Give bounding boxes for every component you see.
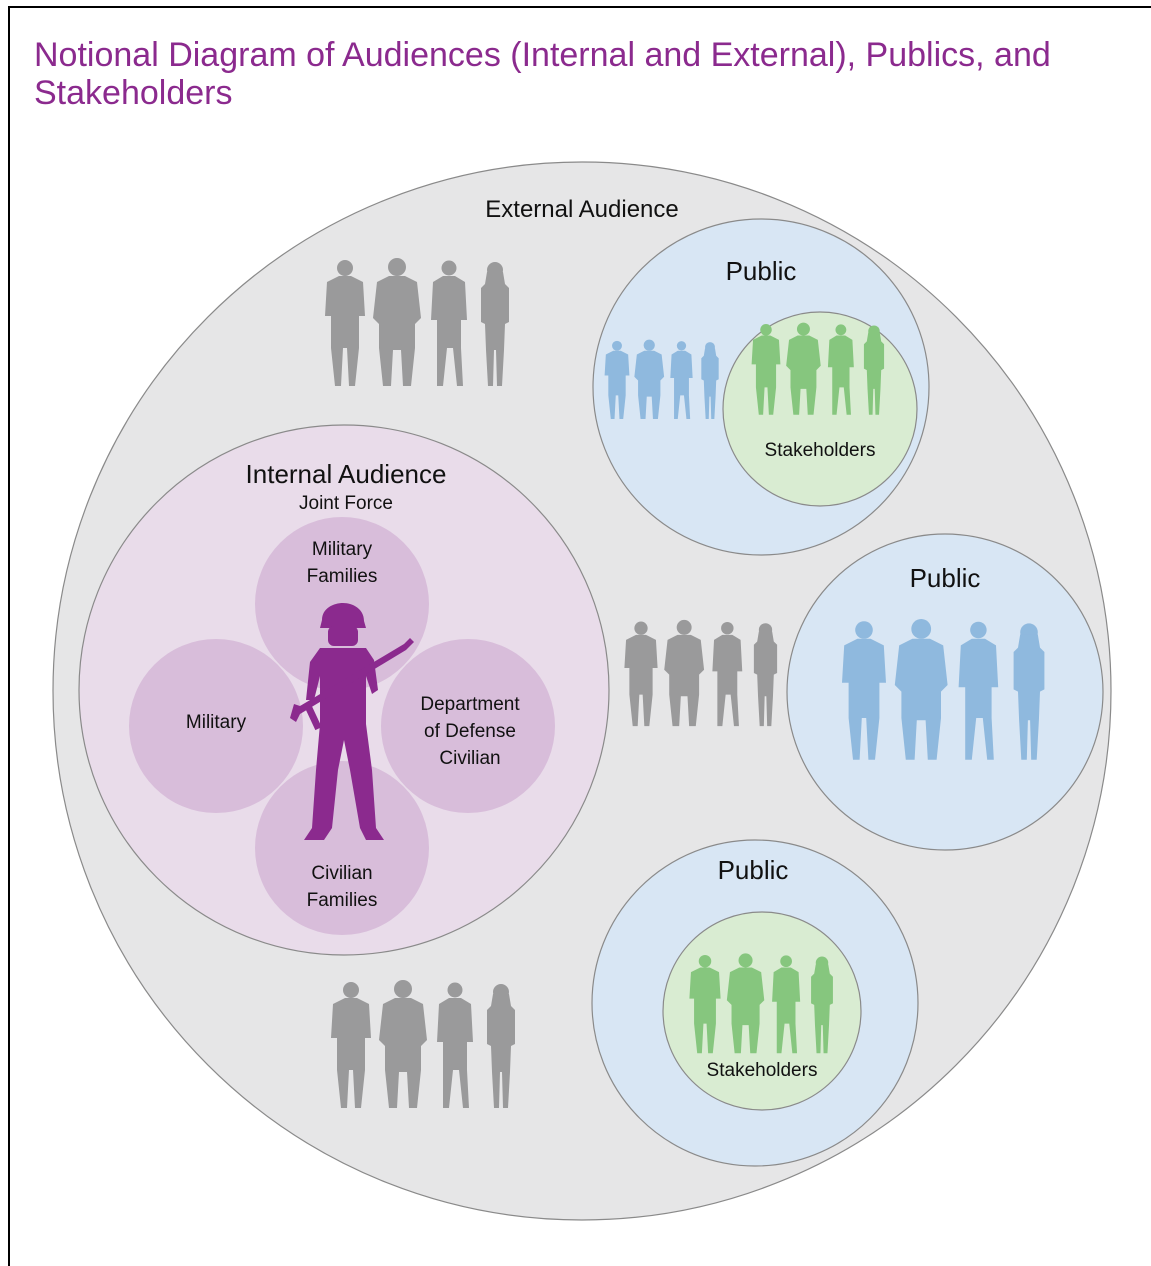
- joint-force-label: Joint Force: [299, 493, 393, 514]
- dod-civilian-circle: [381, 639, 555, 813]
- military-families-label-line2: Families: [307, 566, 378, 587]
- stakeholders-circle-top: [722, 311, 918, 507]
- dod-civilian-label-line1: Department: [420, 694, 520, 715]
- civilian-families-label-line1: Civilian: [311, 863, 372, 884]
- civilian-families-label-line2: Families: [307, 890, 378, 911]
- public-label-middle: Public: [910, 563, 981, 593]
- figure-frame: [8, 6, 1151, 1266]
- stakeholders-circle-bottom: [662, 911, 862, 1111]
- dod-civilian-label-line3: Civilian: [439, 748, 500, 769]
- civilian-families-circle: [255, 761, 429, 935]
- internal-audience-label: Internal Audience: [246, 459, 447, 489]
- public-label-bottom: Public: [718, 855, 789, 885]
- stakeholders-label-top: Stakeholders: [765, 440, 876, 461]
- dod-civilian-label-line2: of Defense: [424, 721, 516, 742]
- military-circle: [129, 639, 303, 813]
- figure-title: Notional Diagram of Audiences (Internal …: [34, 36, 1051, 112]
- public-circle-middle: [786, 533, 1104, 851]
- military-label: Military: [186, 712, 247, 733]
- external-audience-label: External Audience: [485, 196, 678, 223]
- soldier-icon: [290, 603, 414, 840]
- military-families-label-line1: Military: [312, 539, 373, 560]
- stakeholders-label-bottom: Stakeholders: [707, 1060, 818, 1081]
- public-label-top: Public: [726, 256, 797, 286]
